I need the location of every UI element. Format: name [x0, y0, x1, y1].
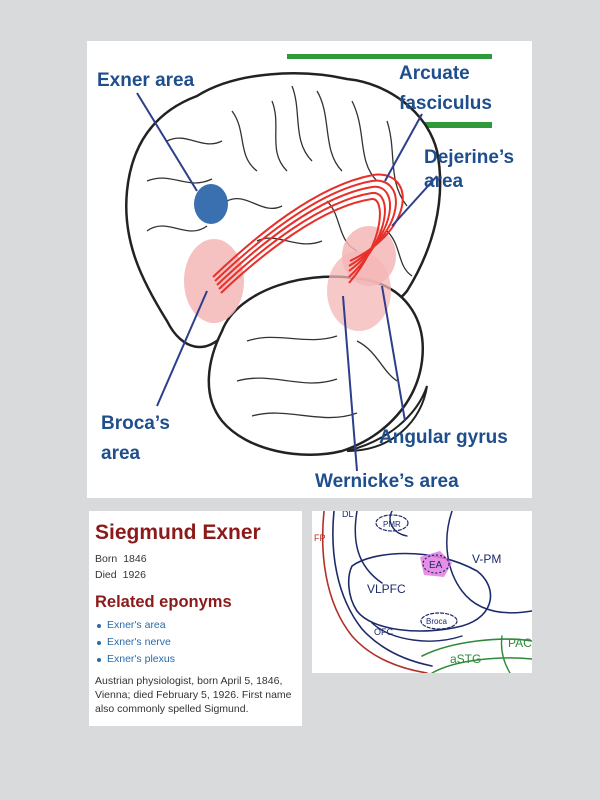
- bio-text: Austrian physiologist, born April 5, 184…: [95, 675, 292, 715]
- sketch-diagram-svg: FP DL PMR EA V-PM VLPFC Broca OFC aSTG P…: [314, 511, 532, 673]
- pointer-wernicke: [342, 295, 358, 472]
- sketch-label-pac: PAC: [508, 636, 532, 650]
- pointer-exner: [136, 92, 198, 192]
- label-dejerine-2: area: [424, 171, 464, 192]
- sketch-label-broca: Broca: [426, 617, 447, 626]
- label-broca-1: Broca’s: [101, 413, 170, 434]
- exner-area-dot: [194, 184, 228, 224]
- ea-outline: [422, 554, 450, 574]
- label-wernicke-area: Wernicke’s area: [315, 471, 459, 492]
- link-exners-nerve[interactable]: Exner's nerve: [97, 634, 175, 651]
- label-broca-2: area: [101, 443, 141, 464]
- label-arcuate-2: fasciculus: [399, 93, 492, 114]
- sketch-label-ofc: OFC: [374, 627, 393, 637]
- sketch-diagram: FP DL PMR EA V-PM VLPFC Broca OFC aSTG P…: [312, 511, 532, 673]
- label-exner-area: Exner area: [97, 70, 195, 91]
- born-value: 1846: [123, 553, 147, 565]
- pointer-broca: [156, 290, 208, 407]
- label-angular-gyrus: Angular gyrus: [379, 427, 508, 448]
- sketch-label-vlpfc: VLPFC: [367, 582, 406, 596]
- died-value: 1926: [122, 569, 146, 581]
- label-dejerine-1: Dejerine’s: [424, 147, 514, 168]
- related-eponyms-heading: Related eponyms: [95, 593, 232, 611]
- gyri-lines: [146, 85, 413, 419]
- sketch-label-vpm: V-PM: [472, 552, 501, 566]
- pointer-dejerine: [391, 175, 438, 227]
- sketch-label-astg: aSTG: [450, 652, 481, 666]
- link-exners-area[interactable]: Exner's area: [97, 617, 175, 634]
- pointer-lines: [136, 92, 438, 472]
- brain-diagram: Exner area Arcuate fasciculus Dejerine’s…: [87, 41, 532, 498]
- pointer-angular: [381, 285, 406, 422]
- died-label: Died: [95, 569, 117, 581]
- brain-diagram-svg: Exner area Arcuate fasciculus Dejerine’s…: [97, 54, 514, 492]
- label-arcuate-1: Arcuate: [399, 63, 470, 84]
- green-bar-mid: [387, 122, 492, 128]
- died-row: Died 1926: [95, 569, 146, 581]
- link-exners-plexus[interactable]: Exner's plexus: [97, 651, 175, 668]
- sketch-label-pmr: PMR: [383, 520, 401, 529]
- arcuate-tract: [212, 173, 404, 294]
- born-label: Born: [95, 553, 118, 565]
- born-row: Born 1846: [95, 553, 147, 565]
- pointer-arcuate: [384, 113, 423, 182]
- sketch-label-dl: DL: [342, 511, 354, 519]
- sketch-label-ea: EA: [429, 560, 443, 571]
- cerebellum-outline: [346, 385, 428, 452]
- wernicke-region: [327, 251, 391, 331]
- sketch-label-fp: FP: [314, 533, 326, 543]
- person-name: Siegmund Exner: [95, 521, 261, 544]
- broca-region: [184, 239, 244, 323]
- eponym-card: Siegmund Exner Born 1846 Died 1926 Related…: [89, 511, 302, 726]
- green-bar-top: [287, 54, 492, 59]
- sketch-lines: [321, 511, 532, 673]
- eponym-links: Exner's area Exner's nerve Exner's plexu…: [95, 617, 175, 668]
